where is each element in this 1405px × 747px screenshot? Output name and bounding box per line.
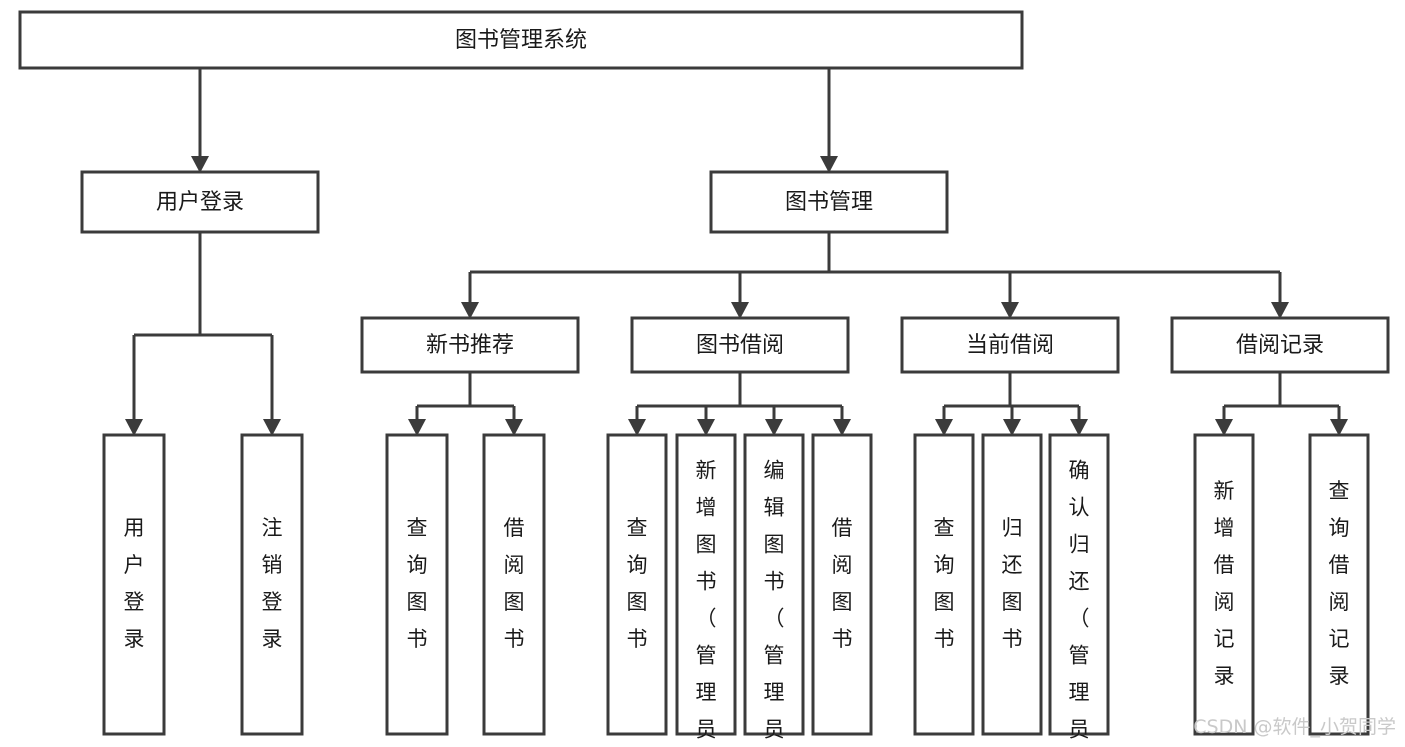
edge-group-new-book-recommend xyxy=(408,372,523,436)
edge-group-book-manage xyxy=(461,232,1289,319)
node-label: 查询图书 xyxy=(407,516,428,651)
arrow-head-icon xyxy=(505,419,523,436)
arrow-head-icon xyxy=(765,419,783,436)
arrow-head-icon xyxy=(263,419,281,436)
edge-group-root xyxy=(191,66,838,173)
arrow-head-icon xyxy=(1003,419,1021,436)
node-label: 确认归还（管理员） xyxy=(1069,459,1090,747)
arrow-head-icon xyxy=(1001,302,1019,319)
arrow-head-icon xyxy=(628,419,646,436)
edge-group-user-login xyxy=(125,232,281,436)
node-leaf-confirm-return-admin[interactable]: 确认归还（管理员） xyxy=(1048,433,1110,747)
node-leaf-return-book[interactable]: 归还图书 xyxy=(981,433,1043,736)
node-box xyxy=(1170,316,1390,374)
node-box xyxy=(102,433,166,736)
edge-group-borrow-record xyxy=(1215,372,1348,436)
node-label: 新增借阅记录 xyxy=(1214,479,1235,688)
node-leaf-edit-book-admin[interactable]: 编辑图书（管理员） xyxy=(743,433,805,747)
node-label: 注销登录 xyxy=(262,516,283,651)
arrow-head-icon xyxy=(1271,302,1289,319)
node-label: 查询图书 xyxy=(934,516,955,651)
node-label: 查询借阅记录 xyxy=(1329,479,1350,688)
arrow-head-icon xyxy=(461,302,479,319)
node-leaf-user-login[interactable]: 用户登录 xyxy=(102,433,166,736)
node-root[interactable]: 图书管理系统 xyxy=(18,10,1024,70)
node-leaf-user-logout[interactable]: 注销登录 xyxy=(240,433,304,736)
arrow-head-icon xyxy=(191,156,209,173)
node-leaf-borrow-book-2[interactable]: 借阅图书 xyxy=(811,433,873,736)
arrow-head-icon xyxy=(697,419,715,436)
arrow-head-icon xyxy=(731,302,749,319)
node-book-manage[interactable]: 图书管理 xyxy=(709,170,949,234)
arrow-head-icon xyxy=(1070,419,1088,436)
node-current-borrow[interactable]: 当前借阅 xyxy=(900,316,1120,374)
node-leaf-add-book-admin[interactable]: 新增图书（管理员） xyxy=(675,433,737,747)
edge-group-book-borrow xyxy=(628,372,851,436)
node-box xyxy=(18,10,1024,70)
node-leaf-query-book-3[interactable]: 查询图书 xyxy=(913,433,975,736)
node-leaf-borrow-book-1[interactable]: 借阅图书 xyxy=(482,433,546,736)
node-leaf-query-borrow-record[interactable]: 查询借阅记录 xyxy=(1308,433,1370,736)
node-leaf-query-book-2[interactable]: 查询图书 xyxy=(606,433,668,736)
node-label: 查询图书 xyxy=(627,516,648,651)
node-label: 编辑图书（管理员） xyxy=(764,459,785,747)
node-box xyxy=(385,433,449,736)
node-box xyxy=(1048,433,1110,736)
arrow-head-icon xyxy=(1330,419,1348,436)
node-borrow-record[interactable]: 借阅记录 xyxy=(1170,316,1390,374)
node-box xyxy=(709,170,949,234)
arrow-head-icon xyxy=(935,419,953,436)
arrow-head-icon xyxy=(408,419,426,436)
node-box xyxy=(1308,433,1370,736)
node-new-book-recommend[interactable]: 新书推荐 xyxy=(360,316,580,374)
node-user-login[interactable]: 用户登录 xyxy=(80,170,320,234)
node-box xyxy=(360,316,580,374)
node-book-borrow[interactable]: 图书借阅 xyxy=(630,316,850,374)
node-leaf-add-borrow-record[interactable]: 新增借阅记录 xyxy=(1193,433,1255,736)
node-box xyxy=(675,433,737,736)
node-box xyxy=(900,316,1120,374)
node-box xyxy=(80,170,320,234)
arrow-head-icon xyxy=(1215,419,1233,436)
node-label: 图书借阅 xyxy=(696,333,784,358)
node-box xyxy=(1193,433,1255,736)
node-box xyxy=(482,433,546,736)
node-label: 新增图书（管理员） xyxy=(696,459,717,747)
node-box xyxy=(240,433,304,736)
node-box xyxy=(981,433,1043,736)
connectors-layer xyxy=(125,66,1348,436)
node-label: 新书推荐 xyxy=(426,333,514,358)
node-box xyxy=(606,433,668,736)
arrow-head-icon xyxy=(833,419,851,436)
node-label: 当前借阅 xyxy=(966,333,1054,358)
csdn-watermark: CSDN @软件_小贺同学 xyxy=(1193,716,1396,738)
arrow-head-icon xyxy=(125,419,143,436)
node-label: 归还图书 xyxy=(1002,516,1023,651)
node-leaf-query-book-1[interactable]: 查询图书 xyxy=(385,433,449,736)
node-box xyxy=(630,316,850,374)
nodes-layer: 图书管理系统用户登录图书管理新书推荐图书借阅当前借阅借阅记录用户登录注销登录查询… xyxy=(18,10,1390,747)
node-label: 用户登录 xyxy=(124,516,145,651)
node-box xyxy=(913,433,975,736)
node-label: 用户登录 xyxy=(156,190,244,215)
node-label: 图书管理系统 xyxy=(455,28,587,53)
arrow-head-icon xyxy=(820,156,838,173)
node-box xyxy=(811,433,873,736)
node-label: 借阅图书 xyxy=(504,516,525,651)
node-box xyxy=(743,433,805,736)
edge-group-current-borrow xyxy=(935,372,1088,436)
node-label: 图书管理 xyxy=(785,190,873,215)
node-label: 借阅图书 xyxy=(832,516,853,651)
node-label: 借阅记录 xyxy=(1236,333,1324,358)
